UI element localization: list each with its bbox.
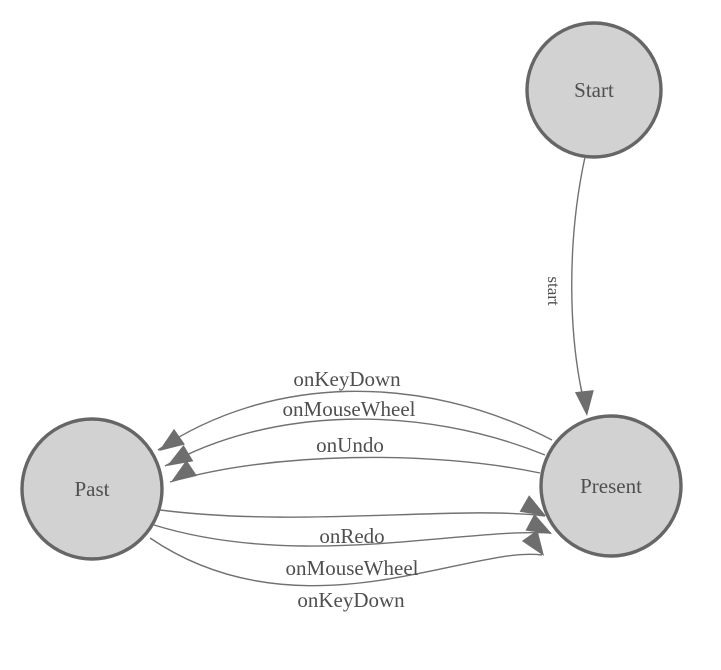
edge-present-to-past-onkeydown bbox=[157, 390, 553, 451]
node-present-circle[interactable] bbox=[539, 414, 683, 558]
edge-past-to-present-onkeydown bbox=[149, 537, 543, 587]
edge-label-onundo: onUndo bbox=[316, 433, 384, 457]
arrowhead-past-to-present-onredo bbox=[519, 495, 546, 516]
node-present-label: Present bbox=[580, 474, 642, 498]
node-start-circle[interactable] bbox=[525, 21, 663, 159]
edge-label-start: start bbox=[544, 276, 563, 306]
edge-label-onmousewheel-bottom: onMouseWheel bbox=[286, 556, 419, 580]
node-start-label: Start bbox=[574, 78, 614, 102]
edge-start-to-present bbox=[571, 156, 588, 415]
node-past bbox=[20, 417, 164, 561]
arrowhead-past-to-present-onkeydown bbox=[521, 530, 544, 556]
node-present bbox=[539, 414, 683, 558]
edge-label-onkeydown-top: onKeyDown bbox=[293, 367, 401, 391]
edge-past-to-present-onmousewheel bbox=[153, 524, 552, 547]
arrowhead-present-to-past-onundo bbox=[171, 460, 198, 482]
edge-label-onmousewheel-top: onMouseWheel bbox=[283, 397, 416, 421]
edge-present-to-past-onmousewheel bbox=[164, 418, 546, 467]
edge-label-onkeydown-bottom: onKeyDown bbox=[297, 588, 405, 612]
arrowhead-start-to-present bbox=[574, 390, 594, 416]
node-past-label: Past bbox=[74, 477, 109, 501]
edge-label-onredo: onRedo bbox=[319, 524, 384, 548]
edge-present-to-past-onundo bbox=[169, 456, 541, 483]
edge-past-to-present-onredo bbox=[159, 509, 546, 518]
arrowhead-past-to-present-onmousewheel bbox=[525, 513, 552, 534]
node-past-circle[interactable] bbox=[20, 417, 164, 561]
arrowhead-present-to-past-onkeydown bbox=[159, 428, 185, 451]
node-start bbox=[525, 21, 663, 159]
